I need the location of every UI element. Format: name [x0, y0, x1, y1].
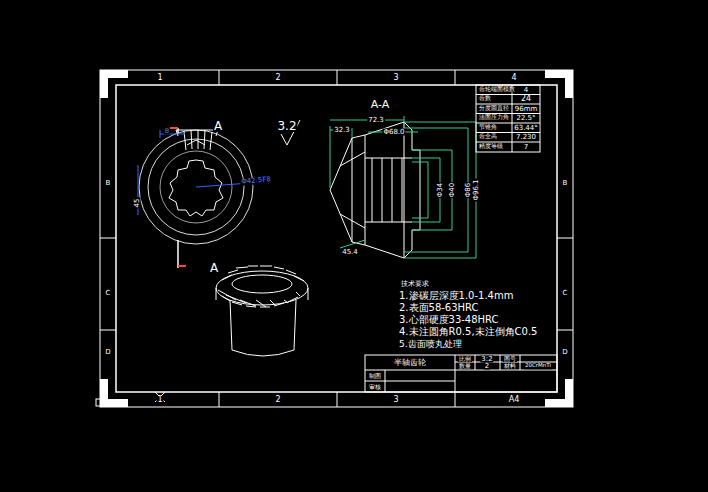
note-line: 1.渗碳层深度1.0-1.4mm	[398, 291, 514, 301]
zone-letter: C	[562, 290, 569, 297]
zone-letter: B	[562, 180, 569, 187]
title-cell: 数量	[458, 363, 472, 369]
zone-letter: C	[105, 290, 112, 297]
section-mark: A	[209, 262, 219, 274]
note-line: 5.齿面喷丸处理	[398, 340, 463, 349]
zone-number: 1	[156, 396, 163, 404]
note-line: 3.心部硬度33-48HRC	[398, 315, 500, 325]
note-line: 2.表面58-63HRC	[398, 303, 480, 313]
title-cell: 材料	[503, 363, 517, 369]
dimension: Φ34	[437, 182, 444, 198]
table-cell: 7	[523, 144, 529, 151]
part-name: 半轴齿轮	[393, 359, 427, 367]
dimension: 8	[164, 128, 170, 135]
zone-number: 3	[392, 396, 399, 404]
title-cell: 审核	[368, 384, 382, 390]
title-cell: 比例	[458, 356, 472, 362]
zone-number: 2	[274, 74, 281, 82]
zone-letter: D	[104, 349, 111, 356]
table-cell: 63.44°	[513, 124, 539, 131]
title-cell: 制图	[368, 373, 382, 379]
title-cell: 20CrMnTi	[524, 363, 552, 369]
zone-number: 4	[510, 74, 517, 82]
notes-heading: 技术要求	[400, 281, 430, 288]
zone-number: 3	[392, 74, 399, 82]
table-cell: 齿轮端面模数	[478, 87, 516, 93]
roughness-value: 3.2	[276, 120, 297, 132]
table-cell: 分度圆直径	[478, 106, 510, 112]
table-cell: 24	[520, 95, 532, 103]
zone-letter: D	[561, 349, 568, 356]
zone-letter: B	[105, 180, 112, 187]
table-cell: 齿数	[478, 97, 492, 103]
dimension: 45.4	[341, 249, 359, 256]
table-cell: 4	[523, 86, 529, 93]
note-line: 4.未注圆角R0.5,未注倒角C0.5	[398, 327, 538, 337]
dimension: Φ42.5F8	[240, 176, 272, 186]
table-cell: 节锥角	[478, 125, 498, 131]
dimension: 32.3	[333, 127, 351, 134]
title-cell: 2	[484, 363, 490, 370]
table-cell: 22.5°	[515, 115, 536, 122]
dimension: 72.3	[367, 117, 385, 124]
table-cell: 齿全高	[478, 135, 498, 141]
title-cell: 3:2	[480, 355, 493, 362]
dimension: 45	[134, 198, 141, 209]
dimension: Φ40	[449, 182, 456, 198]
zone-number: A4	[508, 396, 521, 404]
table-cell: 7.230	[515, 134, 537, 141]
dimension: Φ86	[465, 182, 472, 198]
title-cell: 图号	[503, 356, 517, 362]
section-mark: A	[213, 120, 223, 132]
table-cell: 法面压力角	[478, 116, 510, 122]
zone-number: 2	[274, 396, 281, 404]
section-title: A-A	[370, 99, 391, 110]
table-cell: 96mm	[514, 105, 539, 112]
dimension: Φ96.1	[473, 178, 480, 201]
dimension: Φ68.0	[382, 129, 405, 136]
table-cell: 精度等级	[478, 144, 504, 150]
zone-number: 1	[156, 74, 163, 82]
